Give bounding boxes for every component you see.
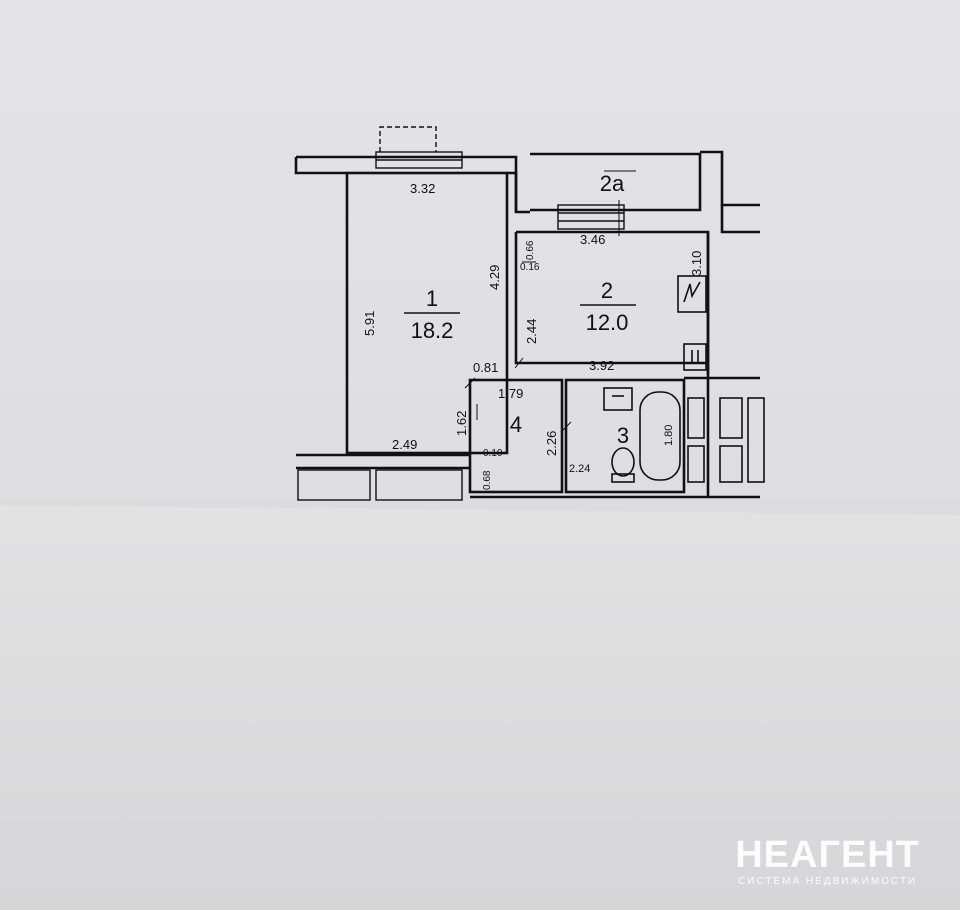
dim-label: 1.79 xyxy=(498,386,523,401)
window-left xyxy=(297,469,371,501)
room-2-walls xyxy=(516,230,710,374)
bathtub-icon xyxy=(639,391,681,481)
dim-label: 2.44 xyxy=(524,319,539,344)
room-3-walls xyxy=(564,378,686,494)
window-center xyxy=(375,469,463,501)
dim-label: 2.24 xyxy=(569,463,590,475)
washbasin-icon xyxy=(603,387,633,411)
dim-label: 2.49 xyxy=(392,437,417,452)
dim-label: 5.91 xyxy=(362,311,377,336)
room-2a-number: 2а xyxy=(600,171,625,196)
room-1-area: 18.2 xyxy=(411,318,454,343)
window-room-2 xyxy=(557,204,625,230)
balcony-outline xyxy=(530,152,702,212)
stove-icon xyxy=(677,275,707,313)
vent-shaft-icon xyxy=(687,397,705,439)
balcony-dashed xyxy=(379,126,437,152)
room-3-number: 3 xyxy=(617,423,629,448)
paper-sheet-bottom xyxy=(0,505,960,910)
dim-label: 3.32 xyxy=(410,181,435,196)
dim-label: 0.16 xyxy=(520,262,540,273)
room-2-area: 12.0 xyxy=(586,310,629,335)
watermark: НЕАГЕНТ СИСТЕМА НЕДВИЖИМОСТИ xyxy=(735,836,920,887)
dim-label: 0.66 xyxy=(525,240,536,260)
dim-label: 3.10 xyxy=(689,251,704,276)
watermark-logo: НЕАГЕНТ xyxy=(735,834,920,876)
floor-plan: 1 18.2 2 12.0 2а 3 4 3.32 5.91 4.29 0.81… xyxy=(294,126,765,501)
dim-label: 3.46 xyxy=(580,232,605,247)
dim-label: 0.81 xyxy=(473,360,498,375)
dim-label: 1.62 xyxy=(454,411,469,436)
paper-sheet-top xyxy=(0,0,960,500)
dim-label: 4.29 xyxy=(487,265,502,290)
toilet-icon xyxy=(611,447,635,477)
dim-label: 0.10 xyxy=(483,448,503,459)
room-1-walls xyxy=(345,171,509,455)
room-1-number: 1 xyxy=(426,286,438,311)
room-4-number: 4 xyxy=(510,412,522,437)
dim-label: 0.68 xyxy=(482,470,493,490)
dim-label: 3.92 xyxy=(589,358,614,373)
dim-label: 1.80 xyxy=(663,425,675,446)
dim-label: 2.26 xyxy=(544,431,559,456)
sink-icon xyxy=(683,343,707,371)
watermark-tagline: СИСТЕМА НЕДВИЖИМОСТИ xyxy=(738,876,918,887)
room-4-walls xyxy=(468,378,564,494)
room-2-number: 2 xyxy=(601,278,613,303)
